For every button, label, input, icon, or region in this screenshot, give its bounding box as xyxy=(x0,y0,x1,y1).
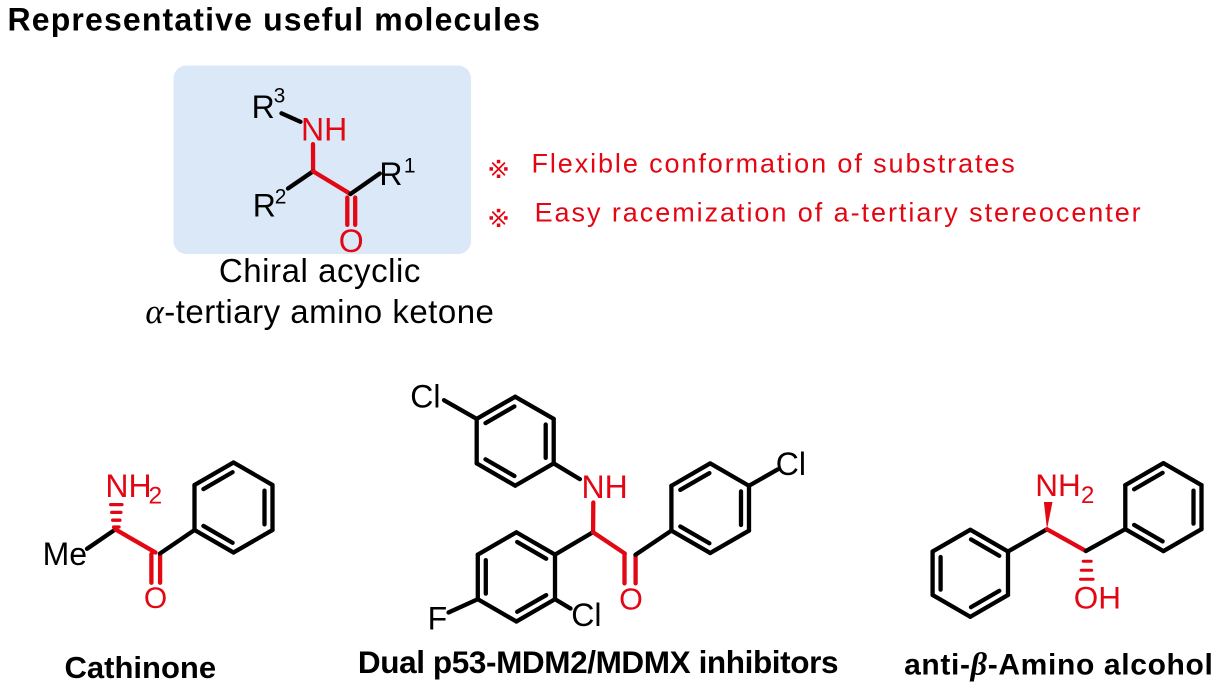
svg-text:2: 2 xyxy=(1081,482,1094,509)
svg-text:Easy racemization of a-tertiar: Easy racemization of a-tertiary stereoce… xyxy=(535,198,1143,228)
svg-text:Me: Me xyxy=(43,536,87,572)
svg-text:3: 3 xyxy=(274,84,286,107)
svg-text:NH: NH xyxy=(301,111,347,147)
svg-text:Cathinone: Cathinone xyxy=(65,650,217,685)
svg-text:Representative useful molecule: Representative useful molecules xyxy=(8,2,542,38)
svg-text:Chiral acyclic: Chiral acyclic xyxy=(219,252,421,289)
svg-text:Dual p53-MDM2/MDMX inhibitors: Dual p53-MDM2/MDMX inhibitors xyxy=(358,644,838,680)
svg-text:2: 2 xyxy=(149,483,163,510)
svg-text:2: 2 xyxy=(275,186,287,209)
svg-text:Cl: Cl xyxy=(410,379,440,415)
svg-text:1: 1 xyxy=(404,154,416,177)
svg-text:R: R xyxy=(379,156,402,192)
svg-text:OH: OH xyxy=(1074,579,1121,615)
svg-text:NH: NH xyxy=(105,468,151,504)
svg-text:anti-β-Amino alcohol: anti-β-Amino alcohol xyxy=(904,646,1213,682)
svg-text:NH: NH xyxy=(582,469,628,505)
svg-text:O: O xyxy=(144,582,167,615)
svg-text:NH: NH xyxy=(1035,467,1081,503)
svg-text:O: O xyxy=(339,223,364,259)
svg-text:Flexible conformation of subst: Flexible conformation of substrates xyxy=(532,149,1017,179)
svg-text:α-tertiary amino ketone: α-tertiary amino ketone xyxy=(145,292,494,331)
svg-text:F: F xyxy=(428,601,448,637)
svg-text:Cl: Cl xyxy=(776,446,806,482)
svg-text:O: O xyxy=(619,583,643,617)
svg-text:R: R xyxy=(252,89,275,125)
svg-text:R: R xyxy=(253,188,276,224)
svg-text:Cl: Cl xyxy=(571,597,601,633)
